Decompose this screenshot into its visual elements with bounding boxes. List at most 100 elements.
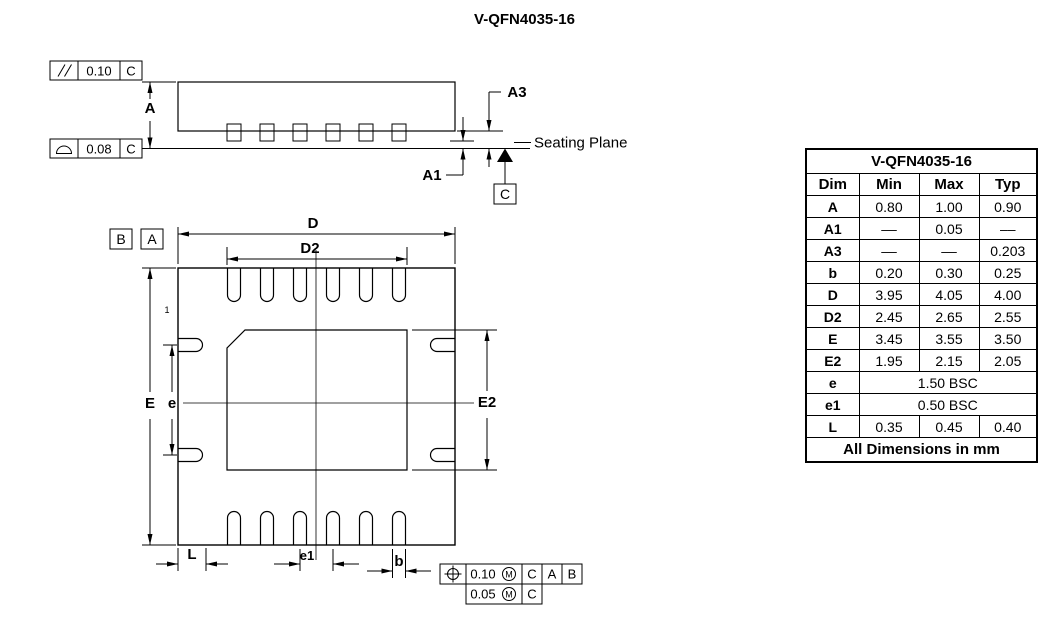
dim-name-cell: D2 (805, 305, 860, 328)
dim-A3: A3 (457, 84, 527, 167)
dim-A: A (142, 81, 176, 149)
dim-value-cell: 4.00 (978, 283, 1038, 306)
dim-value-cell: 3.95 (858, 283, 920, 306)
dim-value-cell: –– (858, 239, 920, 262)
datum-flag-B: B (109, 228, 133, 250)
pin-pad (358, 510, 374, 545)
datum-c-ref: C (500, 186, 510, 202)
table-header-row: Dim Min Max Typ (805, 173, 1038, 196)
pin-pad (178, 337, 204, 353)
table-row: A3––––0.203 (805, 239, 1038, 262)
dim-name-cell: E (805, 327, 860, 350)
dim-name-cell: A (805, 195, 860, 218)
datum-flag-A: A (140, 228, 164, 250)
dim-e1-label: e1 (300, 548, 314, 563)
pin-pad (259, 268, 275, 303)
dim-value-cell: 0.40 (978, 415, 1038, 438)
col-header-typ: Typ (978, 173, 1038, 196)
dim-name-cell: D (805, 283, 860, 306)
dim-value-cell: 0.25 (978, 261, 1038, 284)
pin-pad (226, 510, 242, 545)
parallelism-icon (57, 64, 72, 77)
position2-datum-1: C (527, 587, 536, 602)
position-datum-1: C (527, 567, 536, 582)
fcf-seating-plane: 0.08 C (49, 138, 143, 159)
datum-a-ref: A (147, 231, 157, 247)
drawing-title: V-QFN4035-16 (474, 11, 575, 28)
position-datum-2: A (548, 567, 557, 582)
pin-pad (259, 510, 275, 545)
dim-value-cell: 2.55 (978, 305, 1038, 328)
position-tolerance-value: 0.10 (470, 567, 495, 582)
mmc-modifier-icon: M (502, 567, 516, 581)
dim-A3-label: A3 (507, 84, 526, 101)
dim-value-cell: –– (918, 239, 980, 262)
pin-pad (325, 510, 341, 545)
pin-pad (358, 268, 374, 303)
dim-A1: A1 (422, 117, 474, 184)
side-view: 0.10 C 0.08 C A (49, 60, 627, 205)
dim-value-cell: 1.00 (918, 195, 980, 218)
seating-plane-symbol-icon (55, 145, 73, 154)
dim-value-cell: 0.80 (858, 195, 920, 218)
col-header-min: Min (858, 173, 920, 196)
dim-b-label: b (394, 553, 403, 570)
dim-value-cell: 1.50 BSC (858, 371, 1038, 394)
col-header-dim: Dim (805, 173, 860, 196)
dim-value-cell: 4.05 (918, 283, 980, 306)
dim-value-cell: 3.50 (978, 327, 1038, 350)
side-view-leads (226, 123, 407, 142)
pin-pads (178, 268, 455, 545)
parallelism-tolerance-value: 0.10 (86, 64, 111, 79)
dim-value-cell: 0.35 (858, 415, 920, 438)
datum-triangle-icon (497, 148, 513, 162)
package-outline (177, 267, 456, 546)
pin-pad (429, 447, 455, 463)
dim-value-cell: 0.05 (918, 217, 980, 240)
dim-D: D (177, 215, 456, 264)
pin-pad (292, 268, 308, 303)
dim-name-cell: A3 (805, 239, 860, 262)
dim-value-cell: 2.15 (918, 349, 980, 372)
dim-value-cell: –– (978, 217, 1038, 240)
dim-name-cell: L (805, 415, 860, 438)
pin-pad (325, 268, 341, 303)
dim-value-cell: 0.50 BSC (858, 393, 1038, 416)
dim-name-cell: A1 (805, 217, 860, 240)
dim-e-label: e (168, 395, 176, 412)
bottom-view: B A D D2 (109, 215, 583, 605)
dim-E-label: E (145, 395, 155, 412)
table-footer-row: All Dimensions in mm (805, 437, 1038, 463)
seating-tolerance-value: 0.08 (86, 142, 111, 157)
dim-value-cell: 1.95 (858, 349, 920, 372)
dim-value-cell: 2.65 (918, 305, 980, 328)
dim-value-cell: 2.45 (858, 305, 920, 328)
dim-value-cell: –– (858, 217, 920, 240)
pin-pad (391, 510, 407, 545)
position-symbol-icon (444, 565, 462, 583)
dim-D2: D2 (226, 240, 408, 265)
seating-plane-label: Seating Plane (534, 135, 627, 152)
table-footer: All Dimensions in mm (805, 437, 1038, 463)
table-title-row: V-QFN4035-16 (805, 148, 1038, 174)
fcf-parallelism: 0.10 C (49, 60, 143, 81)
dim-L: L (156, 546, 228, 571)
dim-value-cell: 3.55 (918, 327, 980, 350)
mmc-m-letter: M (505, 570, 513, 580)
table-row: A1––0.05–– (805, 217, 1038, 240)
dim-value-cell: 0.20 (858, 261, 920, 284)
dim-value-cell: 0.90 (978, 195, 1038, 218)
dim-A-label: A (145, 100, 156, 117)
dim-e: e (163, 344, 177, 456)
pin-pad (391, 268, 407, 303)
exposed-pad (226, 329, 408, 471)
datum-b-ref: B (116, 231, 125, 247)
dim-E2: E2 (412, 329, 497, 471)
dim-D-label: D (308, 215, 319, 232)
dim-value-cell: 0.45 (918, 415, 980, 438)
